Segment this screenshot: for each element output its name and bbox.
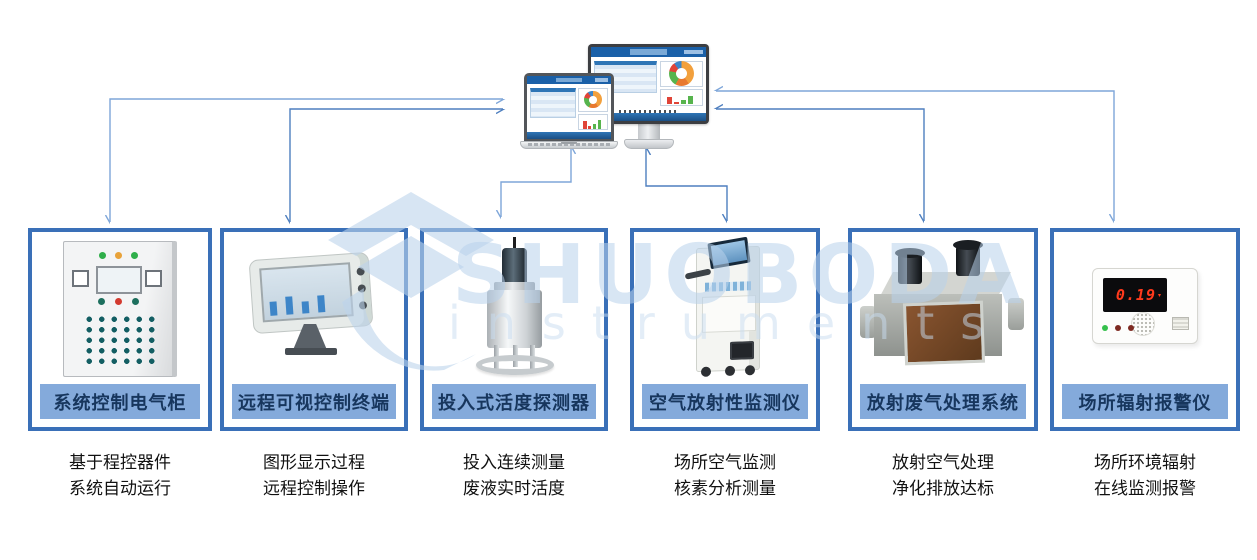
bar-chart — [578, 113, 609, 131]
card-exhaust-system: 放射废气处理系统 — [848, 228, 1038, 431]
exhaust-system-image — [852, 232, 1034, 380]
link-probe — [501, 147, 571, 217]
monitor-stand — [637, 124, 660, 140]
monitor-base — [623, 139, 674, 149]
radiation-alarm-image: 0.19▾ — [1054, 232, 1236, 380]
card-activity-probe: 投入式活度探测器 — [420, 228, 608, 431]
remote-terminal-image — [224, 232, 404, 380]
device-label: 放射废气处理系统 — [860, 384, 1026, 419]
bar-chart — [660, 88, 703, 107]
device-label: 场所辐射报警仪 — [1062, 384, 1228, 419]
alarm-display: 0.19▾ — [1103, 278, 1167, 312]
device-label: 投入式活度探测器 — [432, 384, 596, 419]
donut-chart — [584, 90, 603, 109]
device-label: 空气放射性监测仪 — [642, 384, 808, 419]
device-label: 系统控制电气柜 — [40, 384, 200, 419]
caption-activity-probe: 投入连续测量废液实时活度 — [463, 453, 565, 499]
caption-radiation-alarm: 场所环境辐射在线监测报警 — [1094, 453, 1196, 499]
link-air-monitor — [645, 148, 728, 221]
dashboard-screen — [527, 76, 611, 139]
dashboard-table — [529, 87, 576, 119]
laptop-screen — [524, 73, 614, 141]
caption-remote-terminal: 图形显示过程远程控制操作 — [263, 453, 365, 499]
card-remote-terminal: 远程可视控制终端 — [220, 228, 408, 431]
link-terminal — [290, 108, 503, 222]
card-radiation-alarm: 0.19▾ 场所辐射报警仪 — [1050, 228, 1240, 431]
card-control-cabinet: 系统控制电气柜 — [28, 228, 212, 431]
control-cabinet-image — [32, 232, 208, 380]
caption-control-cabinet: 基于程控器件系统自动运行 — [69, 453, 171, 499]
donut-chart — [668, 61, 694, 87]
link-alarm — [716, 91, 1115, 221]
laptop-keyboard — [520, 141, 618, 149]
laptop — [520, 73, 618, 149]
card-air-monitor: 空气放射性监测仪 — [630, 228, 820, 431]
air-monitor-image — [634, 232, 816, 380]
air-monitor-screen — [707, 236, 751, 270]
alarm-speaker — [1131, 312, 1155, 336]
caption-exhaust-system: 放射空气处理净化排放达标 — [892, 453, 994, 499]
caption-air-monitor: 场所空气监测核素分析测量 — [674, 453, 776, 499]
device-label: 远程可视控制终端 — [232, 384, 396, 419]
alarm-leds — [1102, 325, 1134, 331]
terminal-screen — [259, 262, 354, 323]
link-cabinet — [110, 98, 503, 222]
link-exhaust — [716, 109, 925, 221]
cabinet-screen — [96, 266, 142, 294]
alarm-display-value: 0.19 — [1115, 286, 1156, 304]
activity-probe-image — [424, 232, 604, 380]
indicator-lights — [64, 252, 172, 259]
button-grid — [80, 312, 156, 364]
